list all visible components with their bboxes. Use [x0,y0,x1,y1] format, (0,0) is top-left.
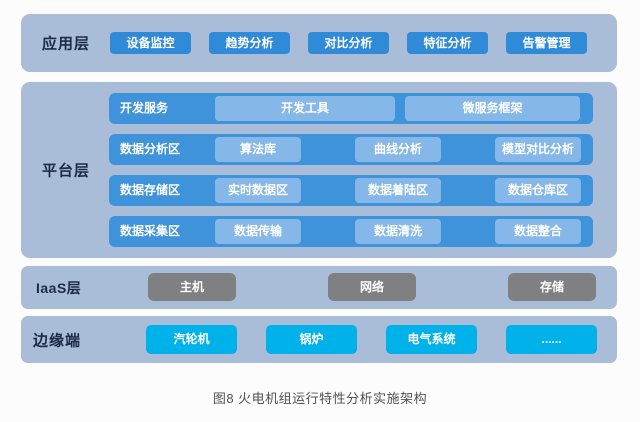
platform-layer-label: 平台层 [42,162,91,180]
row-label-data-storage: 数据存储区 [120,183,181,197]
box-ellipsis: ...... [506,325,597,354]
platform-row-data-analysis: 数据分析区 算法库 曲线分析 模型对比分析 [109,134,593,165]
application-layer-label: 应用层 [42,35,91,53]
box-data-warehouse-zone: 数据仓库区 [495,178,581,203]
box-data-landing-zone: 数据着陆区 [355,178,441,203]
row-label-data-analysis: 数据分析区 [120,142,181,156]
platform-row-data-collection: 数据采集区 数据传输 数据清洗 数据整合 [109,216,593,247]
application-layer: 应用层 设备监控 趋势分析 对比分析 特征分析 告警管理 [21,14,617,72]
box-dev-tools: 开发工具 [215,96,395,121]
platform-layer: 平台层 开发服务 开发工具 微服务框架 数据分析区 算法库 曲线分析 模型对比分… [21,82,617,258]
box-model-comparison: 模型对比分析 [495,137,581,162]
box-electrical-system: 电气系统 [386,325,477,354]
box-realtime-data-zone: 实时数据区 [215,178,301,203]
box-host: 主机 [148,273,236,301]
app-box-trend-analysis: 趋势分析 [209,32,290,54]
app-box-feature-analysis: 特征分析 [407,32,488,54]
box-algorithm-library: 算法库 [215,137,301,162]
edge-layer: 边缘端 汽轮机 锅炉 电气系统 ...... [21,316,617,363]
box-microservice-framework: 微服务框架 [405,96,580,121]
box-network: 网络 [328,273,416,301]
iaas-layer: IaaS层 主机 网络 存储 [21,266,617,309]
box-boiler: 锅炉 [266,325,357,354]
box-steam-turbine: 汽轮机 [146,325,237,354]
box-data-cleaning: 数据清洗 [355,219,441,244]
box-data-integration: 数据整合 [495,219,581,244]
figure-caption: 图8 火电机组运行特性分析实施架构 [212,391,428,406]
app-box-alarm-management: 告警管理 [506,32,587,54]
app-box-comparison-analysis: 对比分析 [308,32,389,54]
platform-row-dev-services: 开发服务 开发工具 微服务框架 [109,93,593,124]
box-storage: 存储 [508,273,596,301]
platform-row-data-storage: 数据存储区 实时数据区 数据着陆区 数据仓库区 [109,175,593,206]
row-label-data-collection: 数据采集区 [120,224,181,238]
box-data-transmission: 数据传输 [215,219,301,244]
box-curve-analysis: 曲线分析 [355,137,441,162]
iaas-layer-label: IaaS层 [36,279,82,296]
app-box-device-monitoring: 设备监控 [110,32,191,54]
row-label-dev-services: 开发服务 [120,101,169,115]
edge-layer-label: 边缘端 [33,332,82,349]
